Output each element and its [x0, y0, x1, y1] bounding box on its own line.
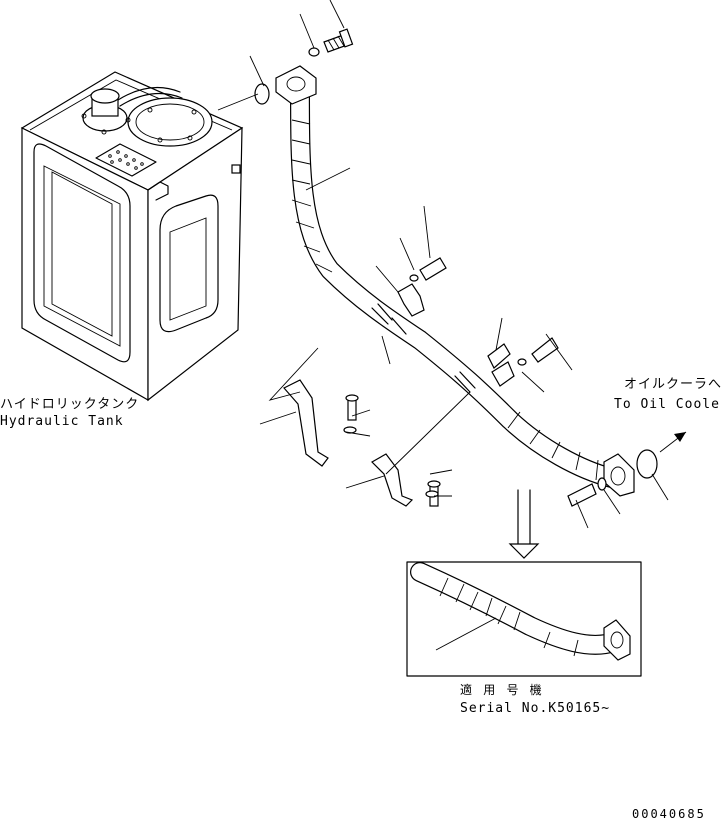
bracket-left	[283, 379, 359, 467]
leader-lines	[217, 0, 669, 529]
lower-clamp	[487, 337, 559, 387]
detail-arrow	[508, 489, 540, 559]
hydraulic-tank	[20, 71, 244, 402]
o-ring-top	[254, 83, 270, 105]
bracket-right	[371, 453, 441, 507]
serial-label-en: Serial No.K50165~	[460, 701, 610, 716]
upper-clamp	[397, 257, 447, 317]
tank-label-en: Hydraulic Tank	[0, 414, 124, 429]
detail-view	[406, 561, 642, 677]
serial-label-jp: 適 用 号 機	[460, 682, 544, 697]
suction-hose	[275, 65, 635, 497]
tank-label-jp: ハイドロリックタンク	[0, 397, 139, 412]
bottom-bolt	[567, 449, 658, 507]
top-bolt	[308, 28, 354, 57]
to-oil-cooler-arrow	[659, 431, 687, 453]
cooler-label-jp: オイルクーラへ	[624, 377, 721, 392]
cooler-label-en: To Oil Cooler	[614, 397, 721, 412]
drawing-number: 00040685	[632, 807, 706, 821]
